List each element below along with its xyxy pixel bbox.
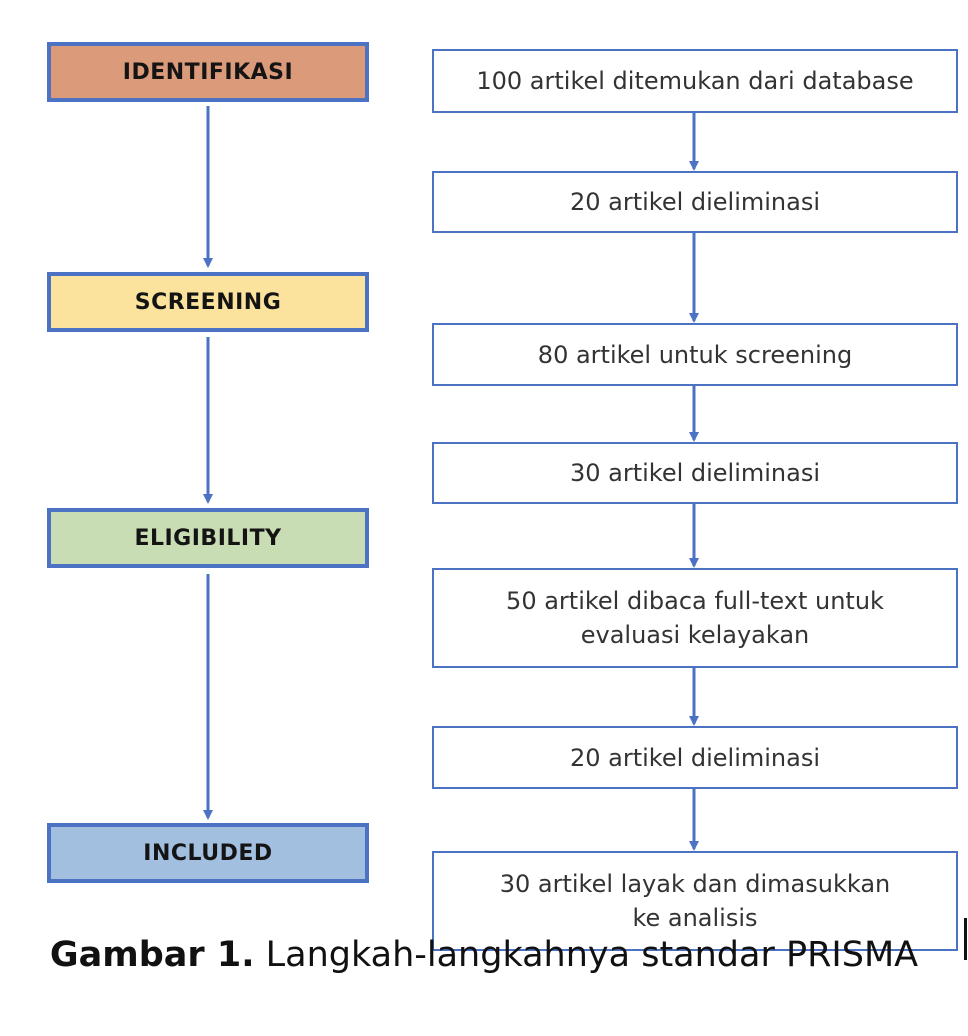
step-box-6: 20 artikel dieliminasi [432, 726, 958, 789]
step-text: 20 artikel dieliminasi [569, 188, 821, 216]
caption-text: Langkah-langkahnya standar PRISMA [254, 935, 919, 975]
stage-eligibility: ELIGIBILITY [47, 508, 369, 568]
step-box-1: 100 artikel ditemukan dari database [432, 49, 958, 113]
step-box-4: 30 artikel dieliminasi [432, 442, 958, 504]
step-text: 100 artikel ditemukan dari database [476, 67, 914, 95]
caption-label: Gambar 1. [49, 935, 255, 975]
step-box-7: 30 artikel layak dan dimasukkan ke anali… [432, 851, 958, 951]
stage-identifikasi: IDENTIFIKASI [47, 42, 369, 102]
edge-cursor-mark [964, 918, 967, 960]
stage-label: INCLUDED [143, 840, 273, 866]
figure-caption: Gambar 1. Langkah-langkahnya standar PRI… [0, 935, 968, 975]
step-text: 80 artikel untuk screening [537, 340, 853, 369]
step-text: 30 artikel dieliminasi [569, 459, 821, 487]
stage-included: INCLUDED [47, 823, 369, 883]
step-box-5: 50 artikel dibaca full-text untuk evalua… [432, 568, 958, 668]
step-box-2: 20 artikel dieliminasi [432, 171, 958, 233]
stage-label: IDENTIFIKASI [122, 59, 294, 85]
stage-screening: SCREENING [47, 272, 369, 332]
step-text: 20 artikel dieliminasi [569, 743, 821, 772]
step-box-3: 80 artikel untuk screening [432, 323, 958, 386]
step-text: 30 artikel layak dan dimasukkan ke anali… [499, 870, 891, 932]
stage-label: ELIGIBILITY [134, 525, 282, 551]
stage-label: SCREENING [134, 289, 282, 315]
step-text: 50 artikel dibaca full-text untuk evalua… [506, 587, 884, 649]
